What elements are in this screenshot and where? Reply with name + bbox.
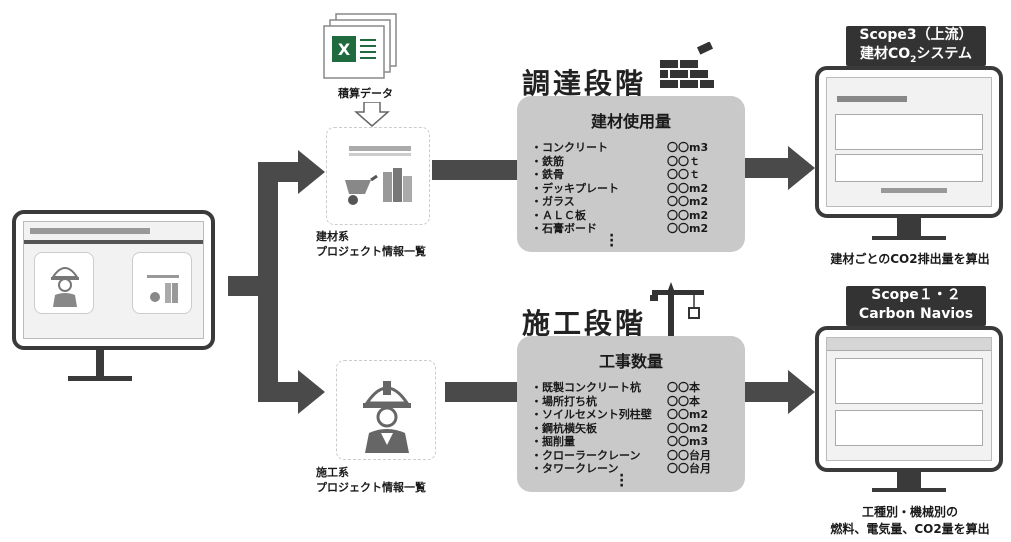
list-item: ・クローラークレーン〇〇台月 <box>531 448 711 462</box>
scope3-monitor-stand <box>897 218 921 238</box>
scope12-monitor-base <box>872 488 946 492</box>
scope12-header-line1: Scope１・２ <box>871 287 961 303</box>
svg-text:X: X <box>338 40 351 59</box>
scope3-screen-table2 <box>835 154 983 182</box>
scope12-caption-line2: 燃料、電気量、CO2量を算出 <box>830 522 990 536</box>
scope12-screen-form <box>835 358 983 404</box>
more-items-indicator: ··· <box>609 228 615 254</box>
scope12-screen <box>826 337 992 461</box>
material-icon <box>147 275 179 303</box>
main-monitor-stand <box>96 350 104 378</box>
down-arrow-icon <box>354 102 390 127</box>
construction-stage-title: 施工段階 <box>522 307 647 340</box>
list-item: ・掘削量〇〇m3 <box>531 435 709 448</box>
worker-icon <box>51 267 79 307</box>
procurement-list-title: 建材使用量 <box>590 112 671 131</box>
materials-project-label-line1: 建材系 <box>316 230 349 243</box>
scope3-header-line2: 建材CO2システム <box>859 46 973 65</box>
scope3-screen-table <box>835 114 983 150</box>
scope12-monitor <box>815 326 1003 472</box>
scope12-screen-panel <box>835 410 983 446</box>
worker-icon <box>363 381 411 453</box>
excel-icon: X <box>323 13 397 79</box>
tower-crane-icon <box>650 282 704 340</box>
more-items-indicator: ··· <box>619 468 625 494</box>
main-screen-header <box>30 228 150 234</box>
scope3-screen <box>826 77 992 207</box>
scope3-monitor-base <box>872 236 946 240</box>
wheelbarrow-icon <box>345 146 412 205</box>
scope12-caption: 工種別・機械別の 燃料、電気量、CO2量を算出 <box>810 504 1010 538</box>
construction-list-rows: ・既製コンクリート杭〇〇本 ・場所打ち杭〇〇本 ・ソイルセメント列柱壁〇〇m2 … <box>531 381 717 476</box>
list-item: ・コンクリート〇〇m3 <box>531 141 709 154</box>
brick-wall-icon <box>660 42 714 88</box>
procurement-stage-title: 調達段階 <box>522 67 647 100</box>
materials-project-card <box>326 127 430 225</box>
scope12-header: Scope１・２ Carbon Navios <box>846 286 986 326</box>
main-monitor-base <box>68 376 132 381</box>
construction-project-label-line1: 施工系 <box>316 466 349 479</box>
main-monitor-screen <box>23 221 204 339</box>
scope12-header-line2: Carbon Navios <box>858 306 974 322</box>
list-item: ・ガラス〇〇m2 <box>531 195 709 208</box>
list-item: ・石膏ボード〇〇m2 <box>531 222 709 235</box>
construction-list-title: 工事数量 <box>598 352 663 371</box>
list-item: ・既製コンクリート杭〇〇本 <box>531 381 700 394</box>
scope3-header-line1: Scope3（上流） <box>859 27 973 43</box>
scope3-screen-logo <box>837 96 907 102</box>
main-screen-card-worker <box>34 252 94 314</box>
main-screen-bar <box>24 240 203 244</box>
scope3-header: Scope3（上流） 建材CO2システム <box>846 26 986 66</box>
construction-project-label-line2: プロジェクト情報一覧 <box>316 481 426 494</box>
excel-file-stack: X <box>312 12 402 82</box>
procurement-list-rows: ・コンクリート〇〇m3 ・鉄筋〇〇ｔ ・鉄骨〇〇ｔ ・デッキプレート〇〇m2 ・… <box>531 141 717 236</box>
scope12-caption-line1: 工種別・機械別の <box>861 505 958 519</box>
construction-list-box: 工事数量 ・既製コンクリート杭〇〇本 ・場所打ち杭〇〇本 ・ソイルセメント列柱壁… <box>517 336 745 494</box>
construction-project-card <box>336 360 436 460</box>
scope3-caption: 建材ごとのCO2排出量を算出 <box>830 252 990 266</box>
procurement-list-box: 建材使用量 ・コンクリート〇〇m3 ・鉄筋〇〇ｔ ・鉄骨〇〇ｔ ・デッキプレート… <box>517 96 745 254</box>
source-label: 積算データ <box>338 87 393 100</box>
list-item: ・タワークレーン〇〇台月 <box>531 462 711 475</box>
materials-project-label: 建材系 プロジェクト情報一覧 <box>316 229 426 259</box>
materials-project-label-line2: プロジェクト情報一覧 <box>316 245 426 258</box>
scope3-screen-footer <box>881 188 947 193</box>
scope12-monitor-stand <box>897 472 921 490</box>
scope3-monitor <box>815 66 1003 218</box>
construction-project-label: 施工系 プロジェクト情報一覧 <box>316 465 426 495</box>
list-item: ・デッキプレート〇〇m2 <box>531 181 709 195</box>
list-item: ・鋼杭横矢板〇〇m2 <box>531 421 709 435</box>
main-monitor <box>12 210 215 350</box>
list-item: ・ソイルセメント列柱壁〇〇m2 <box>531 408 709 421</box>
scope12-screen-tabs <box>827 338 991 351</box>
list-item: ・場所打ち杭〇〇本 <box>531 394 700 408</box>
list-item: ・鉄骨〇〇ｔ <box>531 168 700 181</box>
list-item: ・ＡＬＣ板〇〇m2 <box>531 208 709 222</box>
main-screen-card-material <box>132 252 192 314</box>
list-item: ・鉄筋〇〇ｔ <box>531 154 700 168</box>
